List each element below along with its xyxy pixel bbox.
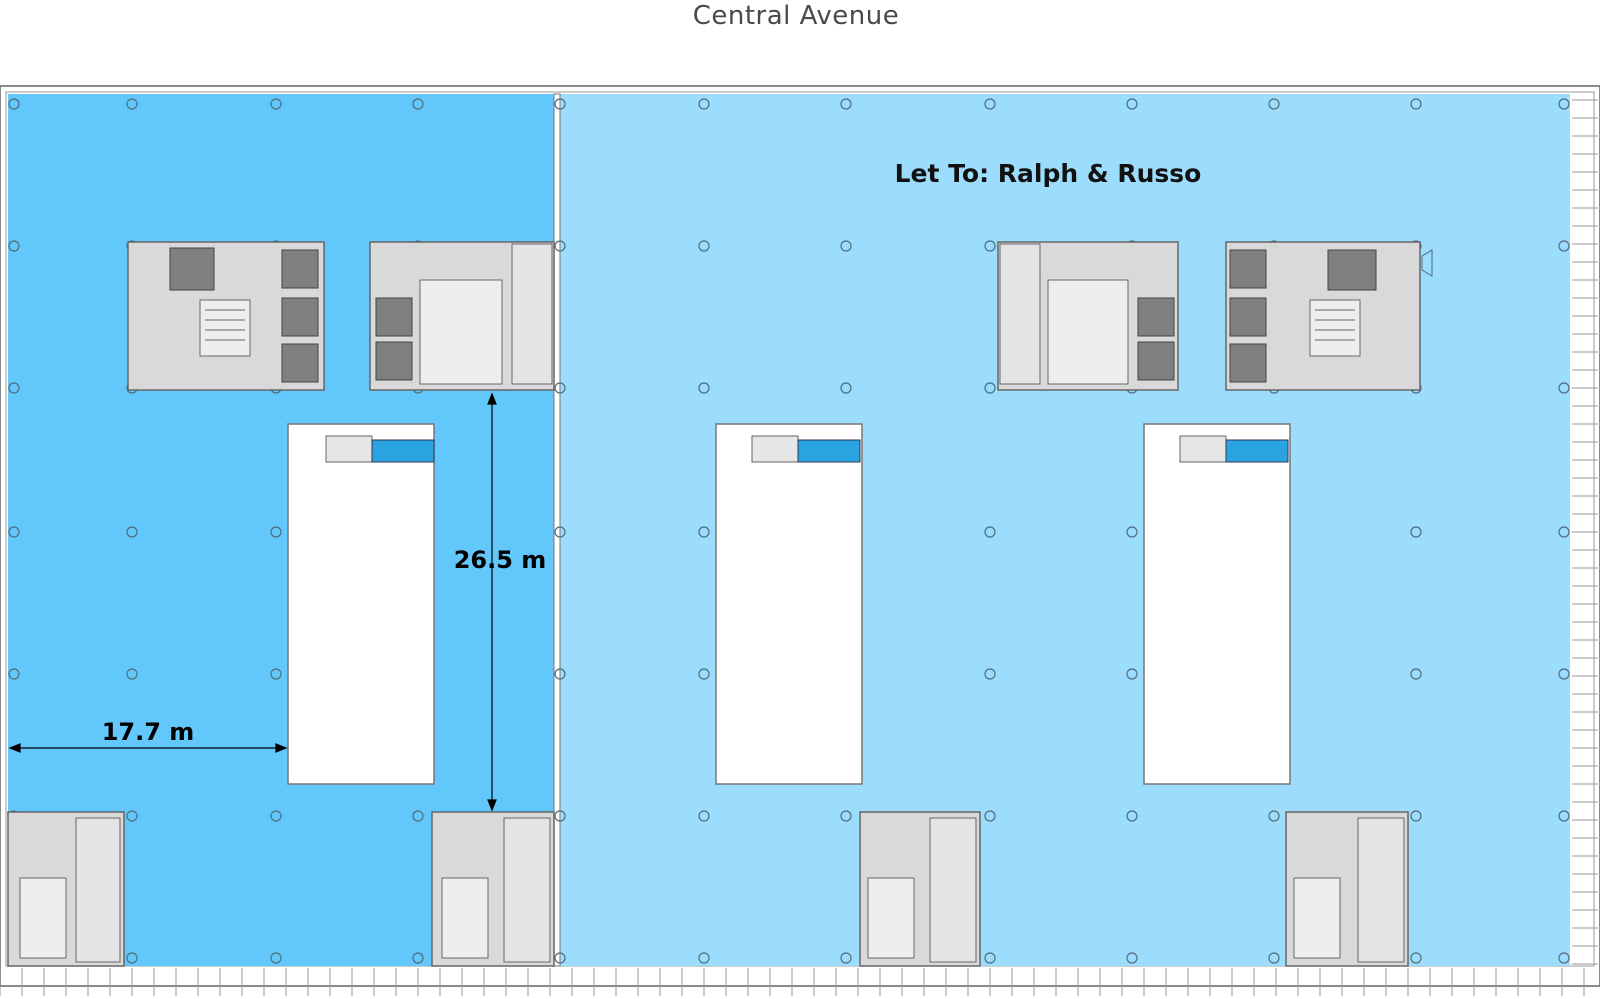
- column-marker: [1410, 98, 1422, 110]
- wc-core-right: [997, 241, 1179, 391]
- column-marker: [8, 240, 20, 252]
- column-marker: [1558, 810, 1570, 822]
- wc-core-left: [369, 241, 555, 391]
- column-marker: [698, 98, 710, 110]
- depth-dimension-label: 26.5 m: [454, 546, 547, 574]
- atrium-right: [1143, 423, 1291, 785]
- column-marker: [698, 382, 710, 394]
- column-marker: [984, 952, 996, 964]
- column-marker: [8, 668, 20, 680]
- column-marker: [698, 810, 710, 822]
- column-marker: [270, 952, 282, 964]
- width-dimension: [8, 743, 288, 753]
- column-marker: [126, 526, 138, 538]
- column-marker: [554, 98, 566, 110]
- column-marker: [984, 526, 996, 538]
- column-marker: [1558, 952, 1570, 964]
- column-marker: [1558, 668, 1570, 680]
- column-marker: [554, 668, 566, 680]
- stair-core-4: [1285, 811, 1409, 967]
- column-marker: [1268, 810, 1280, 822]
- column-marker: [698, 952, 710, 964]
- column-marker: [1558, 382, 1570, 394]
- column-marker: [984, 382, 996, 394]
- column-marker: [554, 810, 566, 822]
- column-marker: [126, 668, 138, 680]
- column-marker: [840, 98, 852, 110]
- stair-core-2: [431, 811, 555, 967]
- column-marker: [1558, 526, 1570, 538]
- column-marker: [412, 810, 424, 822]
- depth-dimension: [487, 392, 497, 812]
- tenant-label: Let To: Ralph & Russo: [895, 159, 1202, 188]
- column-marker: [126, 952, 138, 964]
- column-marker: [840, 952, 852, 964]
- demising-wall: [553, 93, 561, 967]
- column-marker: [270, 98, 282, 110]
- column-marker: [554, 382, 566, 394]
- column-marker: [1126, 810, 1138, 822]
- column-marker: [698, 668, 710, 680]
- column-marker: [270, 668, 282, 680]
- column-marker: [270, 810, 282, 822]
- column-marker: [984, 668, 996, 680]
- column-marker: [8, 98, 20, 110]
- column-marker: [126, 810, 138, 822]
- column-marker: [1268, 952, 1280, 964]
- let-zone[interactable]: [560, 94, 1570, 966]
- column-marker: [984, 240, 996, 252]
- column-marker: [554, 952, 566, 964]
- column-marker: [554, 240, 566, 252]
- column-marker: [270, 526, 282, 538]
- atrium-middle: [715, 423, 863, 785]
- column-marker: [1126, 98, 1138, 110]
- stair-core-3: [859, 811, 981, 967]
- column-marker: [412, 98, 424, 110]
- column-marker: [1410, 952, 1422, 964]
- column-marker: [840, 382, 852, 394]
- column-marker: [1126, 952, 1138, 964]
- stair-core-1: [7, 811, 125, 967]
- column-marker: [1410, 526, 1422, 538]
- column-marker: [698, 526, 710, 538]
- column-marker: [412, 952, 424, 964]
- lift-core-left: [127, 241, 325, 391]
- width-dimension-label: 17.7 m: [102, 718, 195, 746]
- column-marker: [1126, 526, 1138, 538]
- street-label: Central Avenue: [693, 1, 900, 31]
- lift-core-right: [1225, 241, 1433, 391]
- column-marker: [984, 98, 996, 110]
- column-marker: [1410, 810, 1422, 822]
- column-marker: [8, 526, 20, 538]
- column-marker: [126, 98, 138, 110]
- column-marker: [1558, 98, 1570, 110]
- column-marker: [1268, 98, 1280, 110]
- column-marker: [840, 240, 852, 252]
- column-marker: [698, 240, 710, 252]
- column-marker: [840, 810, 852, 822]
- column-marker: [1558, 240, 1570, 252]
- atrium-left: [287, 423, 435, 785]
- facade-mullions: [0, 99, 1598, 996]
- column-marker: [554, 526, 566, 538]
- column-marker: [8, 382, 20, 394]
- column-marker: [1410, 668, 1422, 680]
- column-marker: [1126, 668, 1138, 680]
- column-marker: [984, 810, 996, 822]
